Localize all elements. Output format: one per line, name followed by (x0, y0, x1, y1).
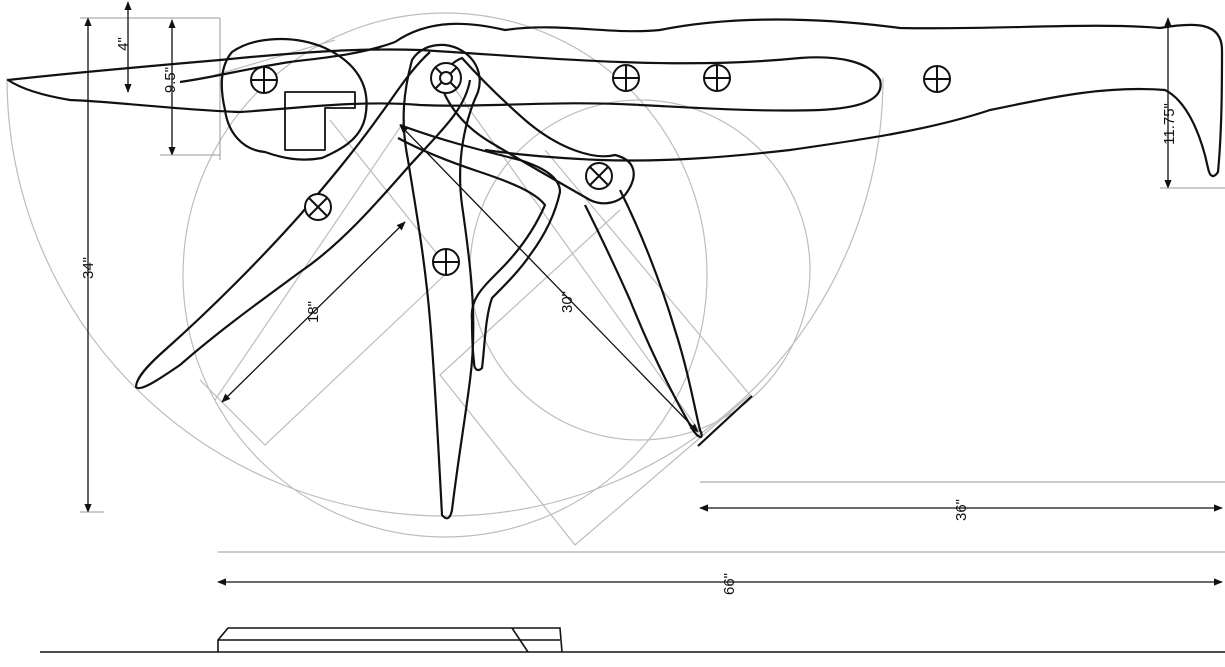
guide-arc-large (6, 77, 884, 517)
dim-label-30: 30" (559, 291, 576, 313)
guide-circle-small (469, 99, 811, 441)
dim-label-4: 4" (115, 37, 132, 51)
dim-30-line (399, 124, 699, 433)
dim-label-9-5: 9.5" (162, 67, 179, 93)
dimension-labels: 4" 9.5" 34" 18" 30" 11.75" 36" 66" (80, 37, 1178, 595)
dim-label-18: 18" (305, 301, 322, 323)
chest-outline (179, 40, 396, 84)
pivot-marker-icon (612, 64, 640, 92)
dim-label-66: 66" (721, 573, 738, 595)
leg-horizontal-outline (6, 48, 882, 114)
pivot-marker-icon (703, 64, 731, 92)
pivot-marker-icon (923, 65, 951, 93)
dimension-lines (80, 1, 1225, 586)
pivot-markers (250, 62, 951, 276)
base-plate (217, 627, 563, 653)
pivot-marker-icon (250, 66, 278, 94)
leg-down-outline (402, 43, 481, 520)
pivot-marker-icon (432, 248, 460, 276)
dim-label-34: 34" (80, 257, 97, 279)
bolt-marker-icon (585, 162, 613, 190)
guide-circle-medium (182, 12, 708, 538)
guide-line-c (214, 39, 336, 76)
dim-label-36: 36" (953, 499, 970, 521)
leg-down-left-outline (134, 51, 472, 390)
base (40, 627, 1225, 653)
figure-outlines (6, 18, 1224, 520)
dim-30-endcap (697, 395, 753, 447)
dim-label-11-75: 11.75" (1161, 103, 1178, 145)
hip-outline (220, 37, 368, 161)
upper-body-outline (394, 18, 1224, 178)
dim-18-line (221, 221, 406, 403)
leg-down-right-outline (442, 56, 635, 205)
guide-rect-right (439, 149, 751, 546)
shin-right-outline (584, 189, 703, 438)
bolt-marker-icon (430, 62, 462, 94)
waist-block-outline (284, 91, 356, 151)
bolt-marker-icon (304, 193, 332, 221)
guide-line-b (214, 119, 406, 401)
knee-bent-leg-outline (397, 123, 562, 372)
